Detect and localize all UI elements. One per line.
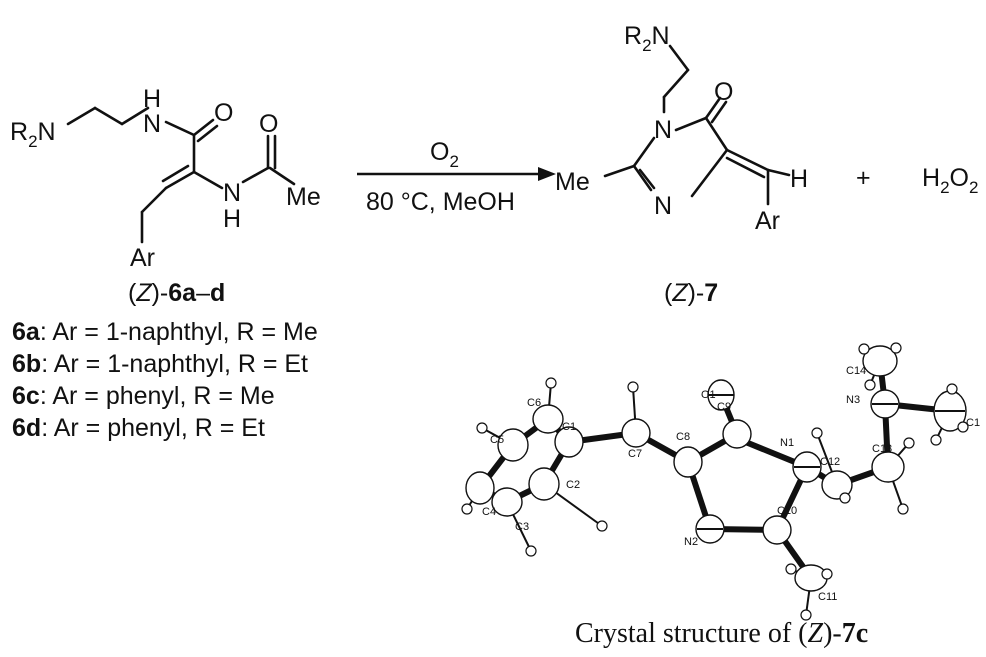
reactant-nh-n: N <box>143 110 161 138</box>
product-ar: Ar <box>755 207 780 235</box>
atom-c6 <box>532 404 564 434</box>
product-n2: N <box>654 192 672 220</box>
atom-label: C5 <box>490 434 504 446</box>
atom-label: C12 <box>820 456 840 468</box>
atom-c9 <box>722 419 752 449</box>
product-carbonyl-o: O <box>714 78 733 106</box>
byproduct: + H2O2 <box>856 164 978 197</box>
atom-label: N3 <box>846 394 860 406</box>
reactant-nh2-n: N <box>223 179 241 207</box>
product-me: Me <box>555 168 590 196</box>
atom-label: C7 <box>628 448 642 460</box>
compound-item: 6b: Ar = 1-naphthyl, R = Et <box>12 350 308 378</box>
atom-c10 <box>762 515 792 545</box>
atom-label: C1 <box>562 421 576 433</box>
product-structure: R2N N N O Me H Ar (Z)-7 <box>555 22 808 307</box>
atom-c14 <box>862 345 898 377</box>
atom-c2 <box>528 467 560 501</box>
reagent-o2: O2 <box>430 138 459 171</box>
atom-label: N2 <box>684 536 698 548</box>
product-h: H <box>790 165 808 193</box>
reactant-ar: Ar <box>130 244 155 272</box>
atom-c3 <box>491 487 523 517</box>
atom-label: C9 <box>717 401 731 413</box>
atom-label: C3 <box>515 521 529 533</box>
atom-label: N1 <box>780 437 794 449</box>
atom-label: C13 <box>872 443 892 455</box>
reaction-arrow: O2 80 °C, MeOH <box>357 138 556 216</box>
crystal-structure-drawing: O1 C9 C8 C7 C1 C6 C5 C4 C3 C2 N1 N2 C10 … <box>461 342 980 621</box>
compound-item: 6c: Ar = phenyl, R = Me <box>12 382 275 410</box>
hydrogen-peroxide: H2O2 <box>922 164 978 197</box>
reactant-nh-h: H <box>143 85 161 113</box>
reactant-r2n-label: R2N <box>10 118 56 151</box>
reactant-acetyl-o: O <box>259 110 278 138</box>
atom-label: C14 <box>846 365 866 377</box>
reactant-structure: R2N H N O Ar N H O Me (Z)-6a–d <box>10 85 321 307</box>
atom-c12 <box>821 470 853 500</box>
atom-c7 <box>621 418 651 448</box>
compound-list: 6a: Ar = 1-naphthyl, R = Me 6b: Ar = 1-n… <box>12 316 318 444</box>
atom-c4 <box>465 471 495 505</box>
atom-label: C4 <box>482 506 496 518</box>
atom-label: C11 <box>818 591 837 603</box>
reactant-label: (Z)-6a–d <box>128 279 225 307</box>
atom-label: C8 <box>676 431 690 443</box>
atom-label: C10 <box>777 505 797 517</box>
atom-label: C6 <box>527 397 541 409</box>
plus-sign: + <box>856 164 871 192</box>
product-label: (Z)-7 <box>664 279 718 307</box>
atom-c1 <box>554 426 584 458</box>
atom-c11 <box>794 564 828 592</box>
compound-item: 6d: Ar = phenyl, R = Et <box>12 414 265 442</box>
reactant-carbonyl-o: O <box>214 99 233 127</box>
atom-c5 <box>497 428 529 462</box>
atom-c8 <box>673 446 703 478</box>
atom-label: C1 <box>966 417 980 429</box>
compound-item: 6a: Ar = 1-naphthyl, R = Me <box>12 318 318 346</box>
atom-c13 <box>871 451 905 483</box>
atom-label: C2 <box>566 479 580 491</box>
reactant-nh2-h: H <box>223 205 241 233</box>
product-n1: N <box>654 116 672 144</box>
crystal-caption: Crystal structure of (Z)-7c <box>575 618 869 649</box>
product-r2n-label: R2N <box>624 22 670 55</box>
reactant-me: Me <box>286 183 321 211</box>
atom-label: O1 <box>701 389 716 401</box>
reaction-conditions: 80 °C, MeOH <box>366 188 515 216</box>
